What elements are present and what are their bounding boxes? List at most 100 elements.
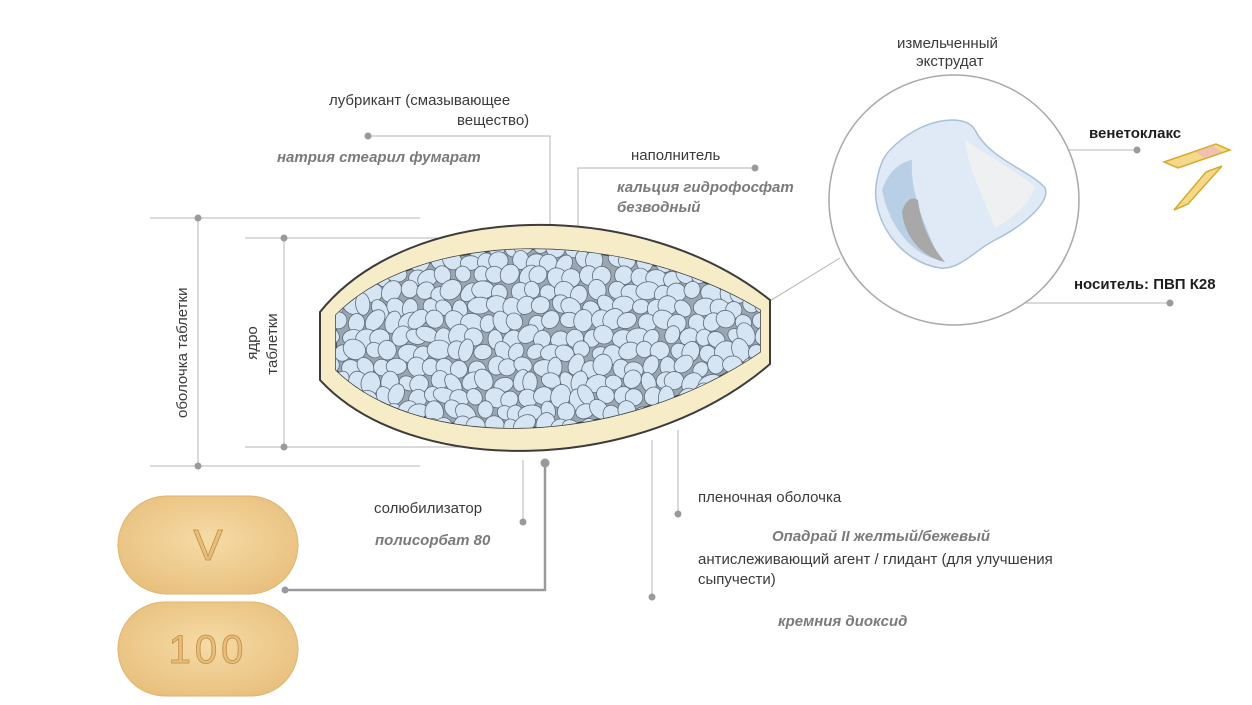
film-coating-label: пленочная оболочка — [698, 489, 842, 506]
granule — [752, 312, 760, 330]
granule — [372, 249, 393, 256]
granule — [346, 216, 369, 243]
granule — [664, 325, 681, 345]
granule — [530, 296, 551, 315]
granule — [336, 326, 340, 344]
tablet-core-label: ядро — [244, 326, 261, 360]
extrudate-api-fragment — [902, 198, 945, 262]
granule — [388, 216, 417, 243]
lubricant-substance: натрия стеарил фумарат — [277, 149, 481, 166]
granule — [758, 249, 760, 261]
filler-substance: кальция гидрофосфат — [617, 179, 794, 196]
pill-top-mark: V — [193, 521, 223, 570]
granule — [662, 221, 689, 246]
extrudate-label-line2: экструдат — [916, 53, 984, 70]
granule — [425, 309, 444, 329]
lubricant-label: лубрикант (смазывающее — [329, 92, 511, 109]
granule — [341, 249, 361, 254]
solubilizer-substance: полисорбат 80 — [375, 532, 491, 549]
granule — [761, 429, 788, 453]
granule — [730, 249, 750, 270]
film-coating-substance: Опадрай II желтый/бежевый — [772, 528, 991, 545]
lubricant-label-line2: вещество) — [457, 112, 530, 129]
glidant-label: антислеживающий агент / глидант (для улу… — [698, 551, 1053, 568]
granule — [336, 356, 340, 374]
granule — [754, 418, 760, 429]
granule — [396, 434, 416, 455]
granule — [743, 252, 760, 272]
granule — [710, 417, 730, 429]
granule — [524, 280, 541, 299]
granule — [741, 388, 758, 406]
granule — [336, 417, 343, 429]
granule — [381, 280, 402, 303]
granule — [471, 280, 495, 300]
granule — [516, 295, 536, 315]
tablet-cross-section — [319, 216, 789, 459]
extrudate-magnifier — [828, 74, 1080, 326]
granule — [333, 223, 351, 242]
granule — [673, 354, 694, 374]
granule — [526, 343, 545, 360]
granule — [477, 400, 494, 419]
granule — [745, 217, 765, 241]
granule — [704, 249, 726, 259]
granule — [755, 268, 760, 287]
granule — [572, 340, 590, 358]
granule — [616, 311, 638, 330]
granule — [698, 430, 723, 457]
granule — [331, 431, 356, 456]
extrudate-light-facet — [965, 140, 1035, 228]
granule — [353, 421, 375, 429]
granule — [533, 249, 551, 254]
granule — [623, 369, 642, 389]
carrier-label: носитель: ПВП К28 — [1074, 276, 1216, 293]
granule — [745, 401, 760, 419]
granule — [336, 249, 344, 259]
granule — [728, 218, 753, 243]
granule — [715, 219, 736, 239]
glidant-label-line2: сыпучести) — [698, 571, 776, 588]
granule — [674, 299, 692, 318]
granule — [439, 279, 462, 301]
granule — [652, 428, 674, 454]
granule — [349, 438, 369, 453]
tablet-coating-label: оболочка таблетки — [174, 287, 191, 418]
filler-label: наполнитель — [631, 147, 721, 164]
granule — [718, 436, 734, 453]
granule — [473, 343, 493, 361]
granule — [764, 400, 789, 425]
granule — [692, 219, 721, 246]
granule — [409, 374, 429, 394]
granule — [505, 312, 524, 331]
granule — [759, 220, 783, 244]
granule — [407, 308, 429, 330]
granule — [729, 402, 752, 425]
granule — [727, 428, 754, 455]
granule — [736, 415, 758, 429]
granule — [513, 414, 536, 429]
granule — [763, 250, 789, 274]
granule — [518, 388, 538, 408]
granule — [754, 325, 760, 346]
granule — [358, 431, 382, 456]
granule — [677, 430, 706, 459]
venetoclax-label: венетоклакс — [1089, 125, 1182, 142]
granule — [722, 249, 743, 256]
tablet-core-label-line2: таблетки — [264, 313, 281, 375]
venetoclax-crystals — [1161, 143, 1233, 211]
granule — [336, 253, 352, 272]
granule — [681, 225, 701, 243]
granule — [377, 339, 397, 361]
granule — [379, 224, 397, 242]
glidant-substance: кремния диоксид — [778, 613, 908, 630]
solubilizer-label: солюбилизатор — [374, 500, 483, 517]
pill-connector-line — [285, 463, 547, 592]
granule — [499, 263, 520, 285]
pill-top: V — [117, 495, 299, 595]
granule — [339, 419, 355, 429]
pill-bottom: 100 — [117, 601, 299, 697]
granule — [721, 402, 739, 425]
granule — [752, 387, 760, 404]
